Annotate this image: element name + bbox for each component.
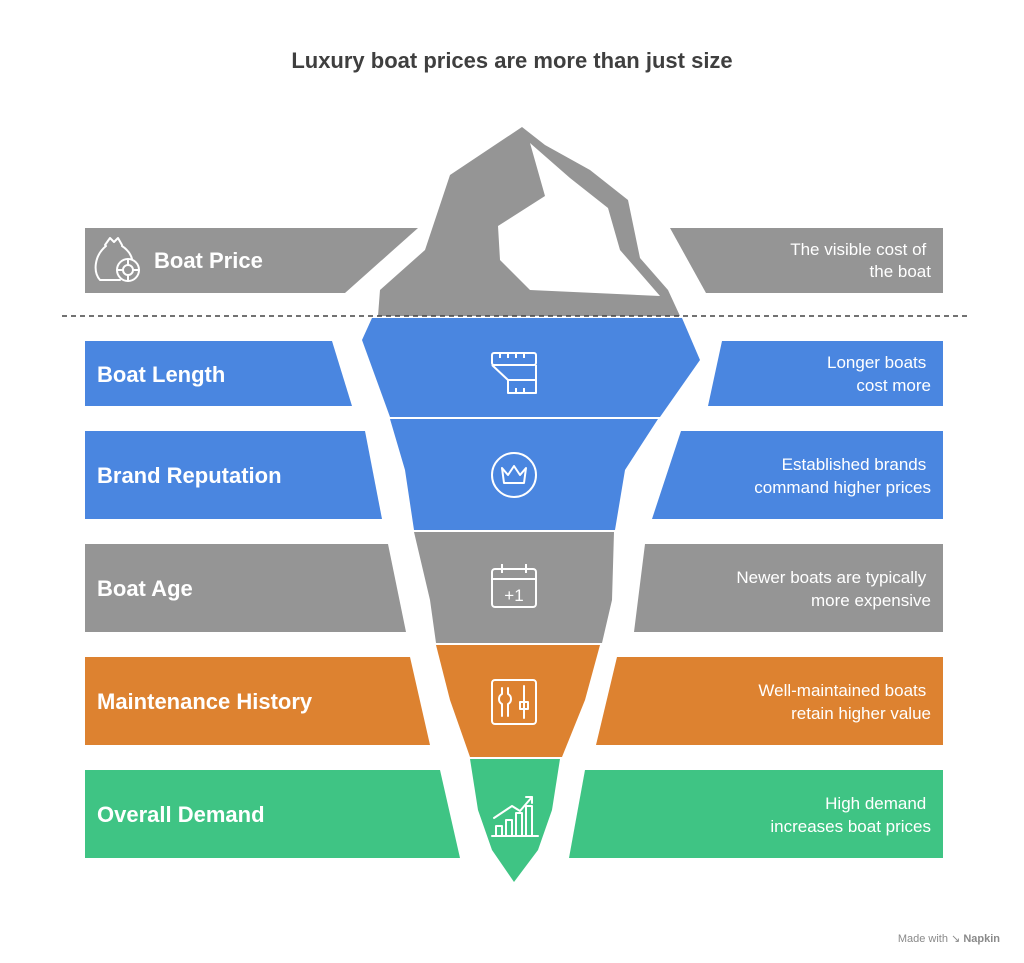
layer-label: Maintenance History [97,689,313,714]
tip-desc: The visible cost of the boat [790,240,931,281]
layer-boat-age: +1 Boat Age Newer boats are typically mo… [85,532,943,643]
layer-label: Overall Demand [97,802,265,827]
layer-label: Brand Reputation [97,463,282,488]
napkin-logo-icon: ↘ [951,933,961,945]
layer-right-band [708,341,943,406]
layer-label: Boat Length [97,362,225,387]
layer-left-band [85,770,460,858]
measuring-tape-icon [491,352,537,394]
calendar-icon-text: +1 [504,586,523,605]
layer-desc: Established brands command higher prices [754,455,931,497]
tip-desc-line-1: The visible cost of [790,240,926,259]
layer-desc-line-2: retain higher value [791,704,931,723]
layer-desc-line-1: Established brands [782,455,927,474]
crown-icon [491,452,537,498]
layer-left-band [85,431,382,519]
layer-left-band [85,341,352,406]
layer-label: Boat Age [97,576,193,601]
layer-right-band [652,431,943,519]
footer-prefix: Made with [897,933,948,945]
tip-right-band [670,228,943,293]
layer-left-band [85,657,430,745]
tip-label: Boat Price [154,248,263,273]
iceberg-segment [362,318,700,417]
layer-desc: Longer boats cost more [827,353,931,395]
layer-desc-line-2: more expensive [811,591,931,610]
layer-desc-line-2: increases boat prices [770,817,931,836]
calendar-plus-one-icon [491,564,537,608]
layer-brand-reputation: Brand Reputation Established brands comm… [85,419,943,530]
layer-desc: High demand increases boat prices [770,794,931,836]
layer-left-band [85,544,406,632]
layer-desc: Well-maintained boats retain higher valu… [758,681,931,723]
layer-boat-length: Boat Length Longer boats cost more [85,318,943,417]
layer-desc-line-2: command higher prices [754,478,931,497]
layer-right-band [569,770,943,858]
layer-overall-demand: Overall Demand High demand increases boa… [85,759,943,882]
footer-credit: Made with ↘ Napkin [898,932,1000,945]
layer-maintenance-history: Maintenance History Well-maintained boat… [85,645,943,757]
tip-left-band [85,228,418,293]
iceberg-segment [436,645,600,757]
iceberg-segment [414,532,614,643]
layer-desc: Newer boats are typically more expensive [736,568,931,610]
layer-desc-line-2: cost more [856,376,931,395]
diagram-title: Luxury boat prices are more than just si… [291,48,733,73]
layer-desc-line-1: Newer boats are typically [736,568,926,587]
layer-desc-line-1: Longer boats [827,353,926,372]
layer-desc-line-1: Well-maintained boats [758,681,926,700]
iceberg-segment [390,419,658,530]
toolbox-icon [491,679,537,725]
layer-desc-line-1: High demand [825,794,926,813]
tip-desc-line-2: the boat [870,262,932,281]
layer-right-band [634,544,943,632]
money-bag-icon [94,237,140,282]
tip-row: Boat Price The visible cost of the boat [85,127,943,316]
footer-brand: Napkin [963,933,1000,945]
iceberg-snow-cap [498,143,660,296]
rising-chart-icon [491,796,539,837]
layer-right-band [596,657,943,745]
